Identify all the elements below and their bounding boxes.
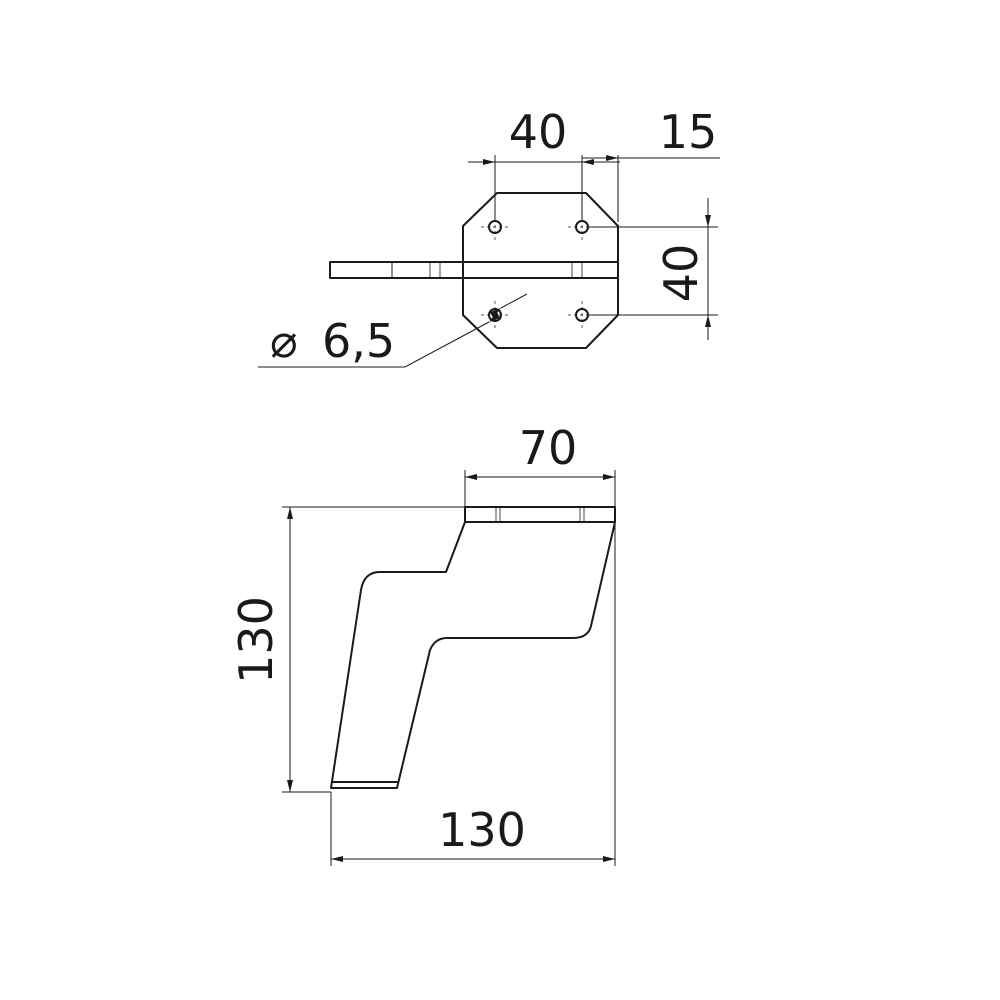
dim-top-width: 70 [464,421,616,507]
dim-plate-edge-offset: 15 [582,105,720,222]
top-view: 40 15 40 ⌀ 6,5 [258,105,720,368]
bar-outline [329,261,619,279]
leg-bar-top [329,261,619,279]
dim-label-hole-diameter: 6,5 [322,314,395,368]
dim-label-plate-edge-offset: 15 [659,105,718,159]
side-view: 70 130 130 [229,421,616,866]
dim-label-depth: 130 [438,803,526,857]
dim-hole-spacing-vertical: 40 [588,198,718,340]
side-plate-outline [464,506,616,523]
diameter-symbol: ⌀ [270,314,298,368]
side-mounting-plate [464,506,616,523]
dim-label-height: 130 [229,596,283,684]
dim-label-top-width: 70 [519,421,578,475]
dim-hole-spacing-horizontal: 40 [468,105,620,222]
mounting-plate-outline [462,192,619,349]
dim-depth: 130 [330,522,616,866]
dim-hole-diameter: ⌀ 6,5 [258,293,528,368]
mounting-holes [481,213,596,329]
dim-label-hole-spacing-horizontal: 40 [509,105,568,159]
leg-profile [330,521,616,789]
dim-height: 130 [229,506,465,793]
dim-label-hole-spacing-vertical: 40 [654,244,708,303]
